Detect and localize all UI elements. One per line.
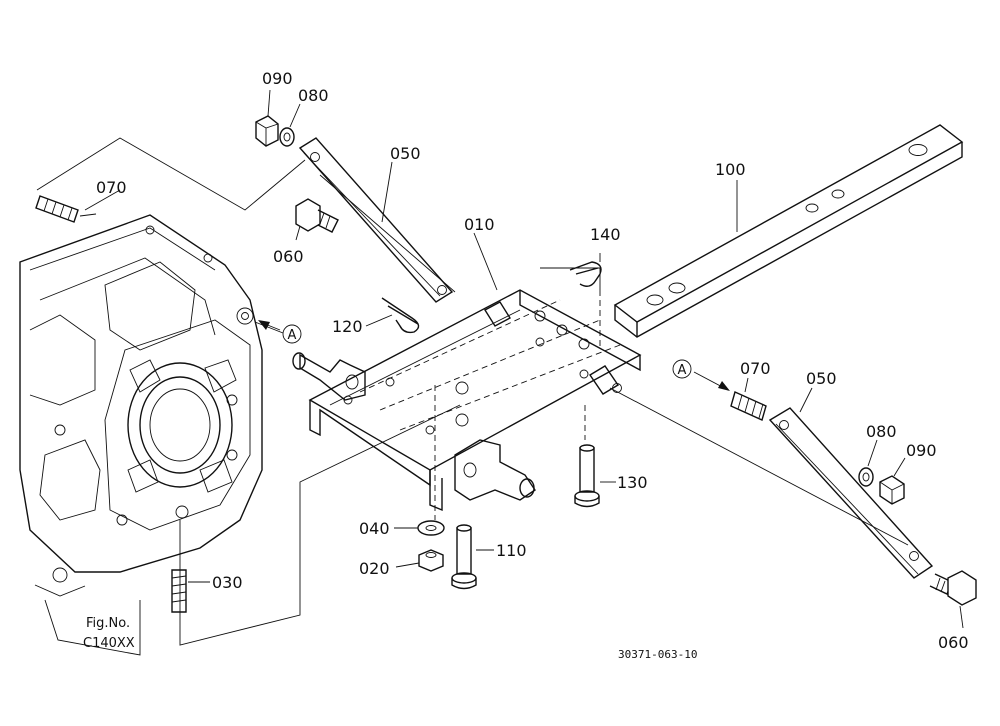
label-010: 010 [464,215,495,234]
ref-a-left-marker: A [258,320,302,344]
fig-ref-line2: C140XX [83,636,135,651]
washer-040 [394,520,445,536]
leader-lines [36,137,909,656]
ref-a-right-label: A [678,363,687,378]
ref-a-right-marker: A [672,359,730,391]
label-050-right: 050 [806,369,837,388]
label-110: 110 [496,541,527,560]
spring-pin-140 [569,253,602,287]
spring-pin-120 [365,297,420,334]
pin-130 [574,444,616,508]
label-080-top: 080 [298,86,329,105]
label-090-right: 090 [906,441,937,460]
drawing-number: 30371-063-10 [618,648,697,661]
nut-090-right [879,475,905,505]
link-050-top [298,137,454,303]
label-030: 030 [212,573,243,592]
stud-070-left [35,195,97,223]
label-100: 100 [715,160,746,179]
part-number-labels: 090 080 050 070 060 010 140 100 120 070 … [96,69,969,652]
label-leaders [267,89,906,477]
label-120: 120 [332,317,363,336]
ref-a-left-label: A [288,328,297,343]
stud-070-right [730,377,767,421]
drawbar-100 [613,124,964,338]
label-050-top: 050 [390,144,421,163]
stud-030 [171,569,210,613]
pin-110 [451,524,494,590]
nut-090-top [255,115,279,147]
label-130: 130 [617,473,648,492]
label-060-top: 060 [273,247,304,266]
figure-reference: Fig.No. C140XX [83,616,135,651]
label-020: 020 [359,559,390,578]
washer-080-top [279,127,295,147]
label-040: 040 [359,519,390,538]
label-090-top: 090 [262,69,293,88]
label-080-right: 080 [866,422,897,441]
bolt-060-top [295,198,339,233]
bolt-060-right [929,570,977,629]
label-070-left: 070 [96,178,127,197]
nut-020 [395,549,444,572]
label-070-right: 070 [740,359,771,378]
link-050-right [768,407,934,579]
mounting-bracket-010 [292,289,642,512]
label-140: 140 [590,225,621,244]
label-060-right: 060 [938,633,969,652]
transmission-housing [19,214,263,597]
washer-080-right [858,467,874,487]
fig-ref-line1: Fig.No. [86,616,130,631]
